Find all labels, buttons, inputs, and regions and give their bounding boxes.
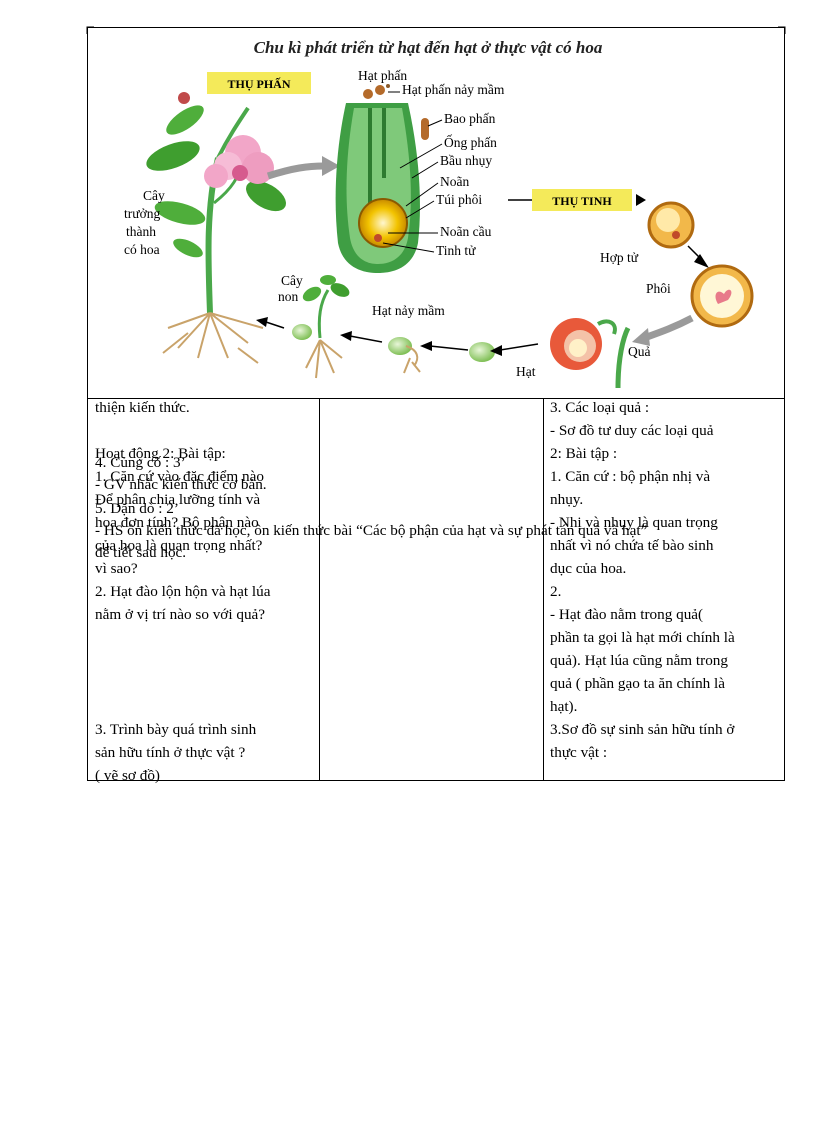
fruit-illustration — [550, 318, 631, 389]
arrow-to-fruit — [642, 314, 694, 342]
label-zygote: Hợp tử — [600, 250, 639, 265]
col3-line-14: hạt). — [550, 698, 578, 715]
pistil-cross-section — [335, 84, 429, 273]
col1-line-10: 3. Trình bày quá trình sinh — [95, 721, 257, 738]
label-ovule: Noãn — [440, 174, 469, 189]
pollination-badge — [207, 72, 311, 94]
col1-line-6: của hoa là quan trọng nhất? — [95, 537, 263, 554]
label-embryo-sac: Túi phôi — [436, 192, 482, 207]
arrow-to-pistil — [266, 162, 325, 180]
col1-line-11: sản hữu tính ở thực vật ? — [95, 744, 246, 761]
label-embryo: Phôi — [646, 281, 671, 296]
col3-line-5: nhụy. — [550, 491, 584, 508]
overlay-line-3: 5. Dặn dò : 2’ — [95, 500, 179, 517]
col3-line-9: 2. — [550, 583, 562, 600]
col3-line-10: - Hạt đào nằm trong quả( — [550, 606, 704, 623]
col3-line-1: 3. Các loại quả : — [550, 399, 650, 416]
col3-line-13: quả ( phần gạo ta ăn chính là — [550, 675, 726, 692]
col1-line-1: thiện kiến thức. — [95, 399, 190, 416]
plant-label-line-3: thành — [126, 224, 156, 239]
col3-line-3: 2: Bài tập : — [550, 445, 618, 462]
column-divider-2 — [543, 398, 544, 781]
column-divider-1 — [319, 398, 320, 781]
label-germinating-seed: Hạt nảy mầm — [372, 303, 445, 318]
fertilization-badge — [532, 189, 632, 211]
pollination-badge-label: THỤ PHẤN — [228, 76, 291, 91]
label-fruit: Quả — [628, 344, 651, 359]
col1-line-4: Để phân chia lưỡng tính và — [95, 491, 261, 508]
plant-label-line-2: trưởng — [124, 206, 160, 221]
col3-line-11: phần ta gọi là hạt mới chính là — [550, 629, 735, 646]
diagram-title: Chu kì phát triển từ hạt đến hạt ở thực … — [254, 38, 603, 57]
overlay-line-4: - HS ôn kiến thức đã học, ôn kiến thức b… — [95, 522, 648, 539]
overlay-line-5: để tiết sau học. — [95, 544, 187, 561]
col3-line-16: thực vật : — [550, 744, 608, 761]
col1-line-9: nằm ở vị trí nào so với quả? — [95, 606, 266, 623]
col1-line-2: Hoạt động 2: Bài tập: — [95, 445, 226, 462]
table-frame — [87, 27, 785, 781]
label-pollen-grain: Hạt phấn — [358, 68, 407, 83]
label-seed: Hạt — [516, 364, 536, 379]
col3-line-2: - Sơ đồ tư duy các loại quả — [550, 422, 714, 439]
label-ovary: Bầu nhụy — [440, 153, 492, 168]
plant-life-cycle-diagram: Chu kì phát triển từ hạt đến hạt ở thực … — [88, 28, 784, 398]
col1-line-7: vì sao? — [95, 560, 138, 577]
table-row-divider — [87, 398, 785, 399]
col3-line-7: nhất vì nó chứa tế bào sinh — [550, 537, 714, 554]
plant-label-line-1: Cây — [143, 188, 165, 203]
seed-illustration — [469, 342, 495, 362]
mature-plant-illustration — [146, 92, 286, 364]
col1-line-8: 2. Hạt đào lộn hộn và hạt lúa — [95, 583, 271, 600]
col3-line-4: 1. Căn cứ : bộ phận nhị và — [550, 468, 711, 485]
seedling-illustration — [292, 275, 350, 379]
germinating-seed-illustration — [388, 337, 421, 374]
overlay-line-2: - GV nhắc kiến thức cơ bản. — [95, 476, 267, 493]
right-column: 3. Các loại quả : - Sơ đồ tư duy các loạ… — [550, 396, 782, 764]
overlay-line-1: 4. Củng cố : 3’ — [95, 454, 186, 471]
col3-line-6: - Nhị và nhụy là quan trọng — [550, 514, 718, 531]
corner-mark-top-left — [86, 26, 94, 34]
left-column: thiện kiến thức. Hoạt động 2: Bài tập: 1… — [95, 396, 315, 787]
col3-line-15: 3.Sơ đồ sự sinh sản hữu tính ở — [550, 721, 735, 738]
label-anther: Bao phấn — [444, 111, 496, 126]
label-seedling-line-1: Cây — [281, 273, 303, 288]
col1-line-3: 1. Căn cứ vào đặc điểm nào — [95, 468, 264, 485]
label-pollen-tube: Ống phấn — [444, 135, 497, 150]
label-germinating-pollen: Hạt phấn nảy mầm — [402, 82, 505, 97]
col1-line-5: hoa đơn tính? Bộ phận nào — [95, 514, 259, 531]
corner-mark-top-right — [778, 26, 786, 34]
col3-line-8: dục của hoa. — [550, 560, 627, 577]
plant-label-line-4: có hoa — [124, 242, 160, 257]
label-egg-cell: Noãn cầu — [440, 224, 492, 239]
label-seedling-line-2: non — [278, 289, 299, 304]
fertilization-badge-label: THỤ TINH — [552, 194, 612, 208]
label-sperm-cell: Tinh tử — [436, 243, 476, 258]
col3-line-12: quả). Hạt lúa cũng nằm trong — [550, 652, 728, 669]
col1-line-12: ( vẽ sơ đồ) — [95, 767, 160, 784]
